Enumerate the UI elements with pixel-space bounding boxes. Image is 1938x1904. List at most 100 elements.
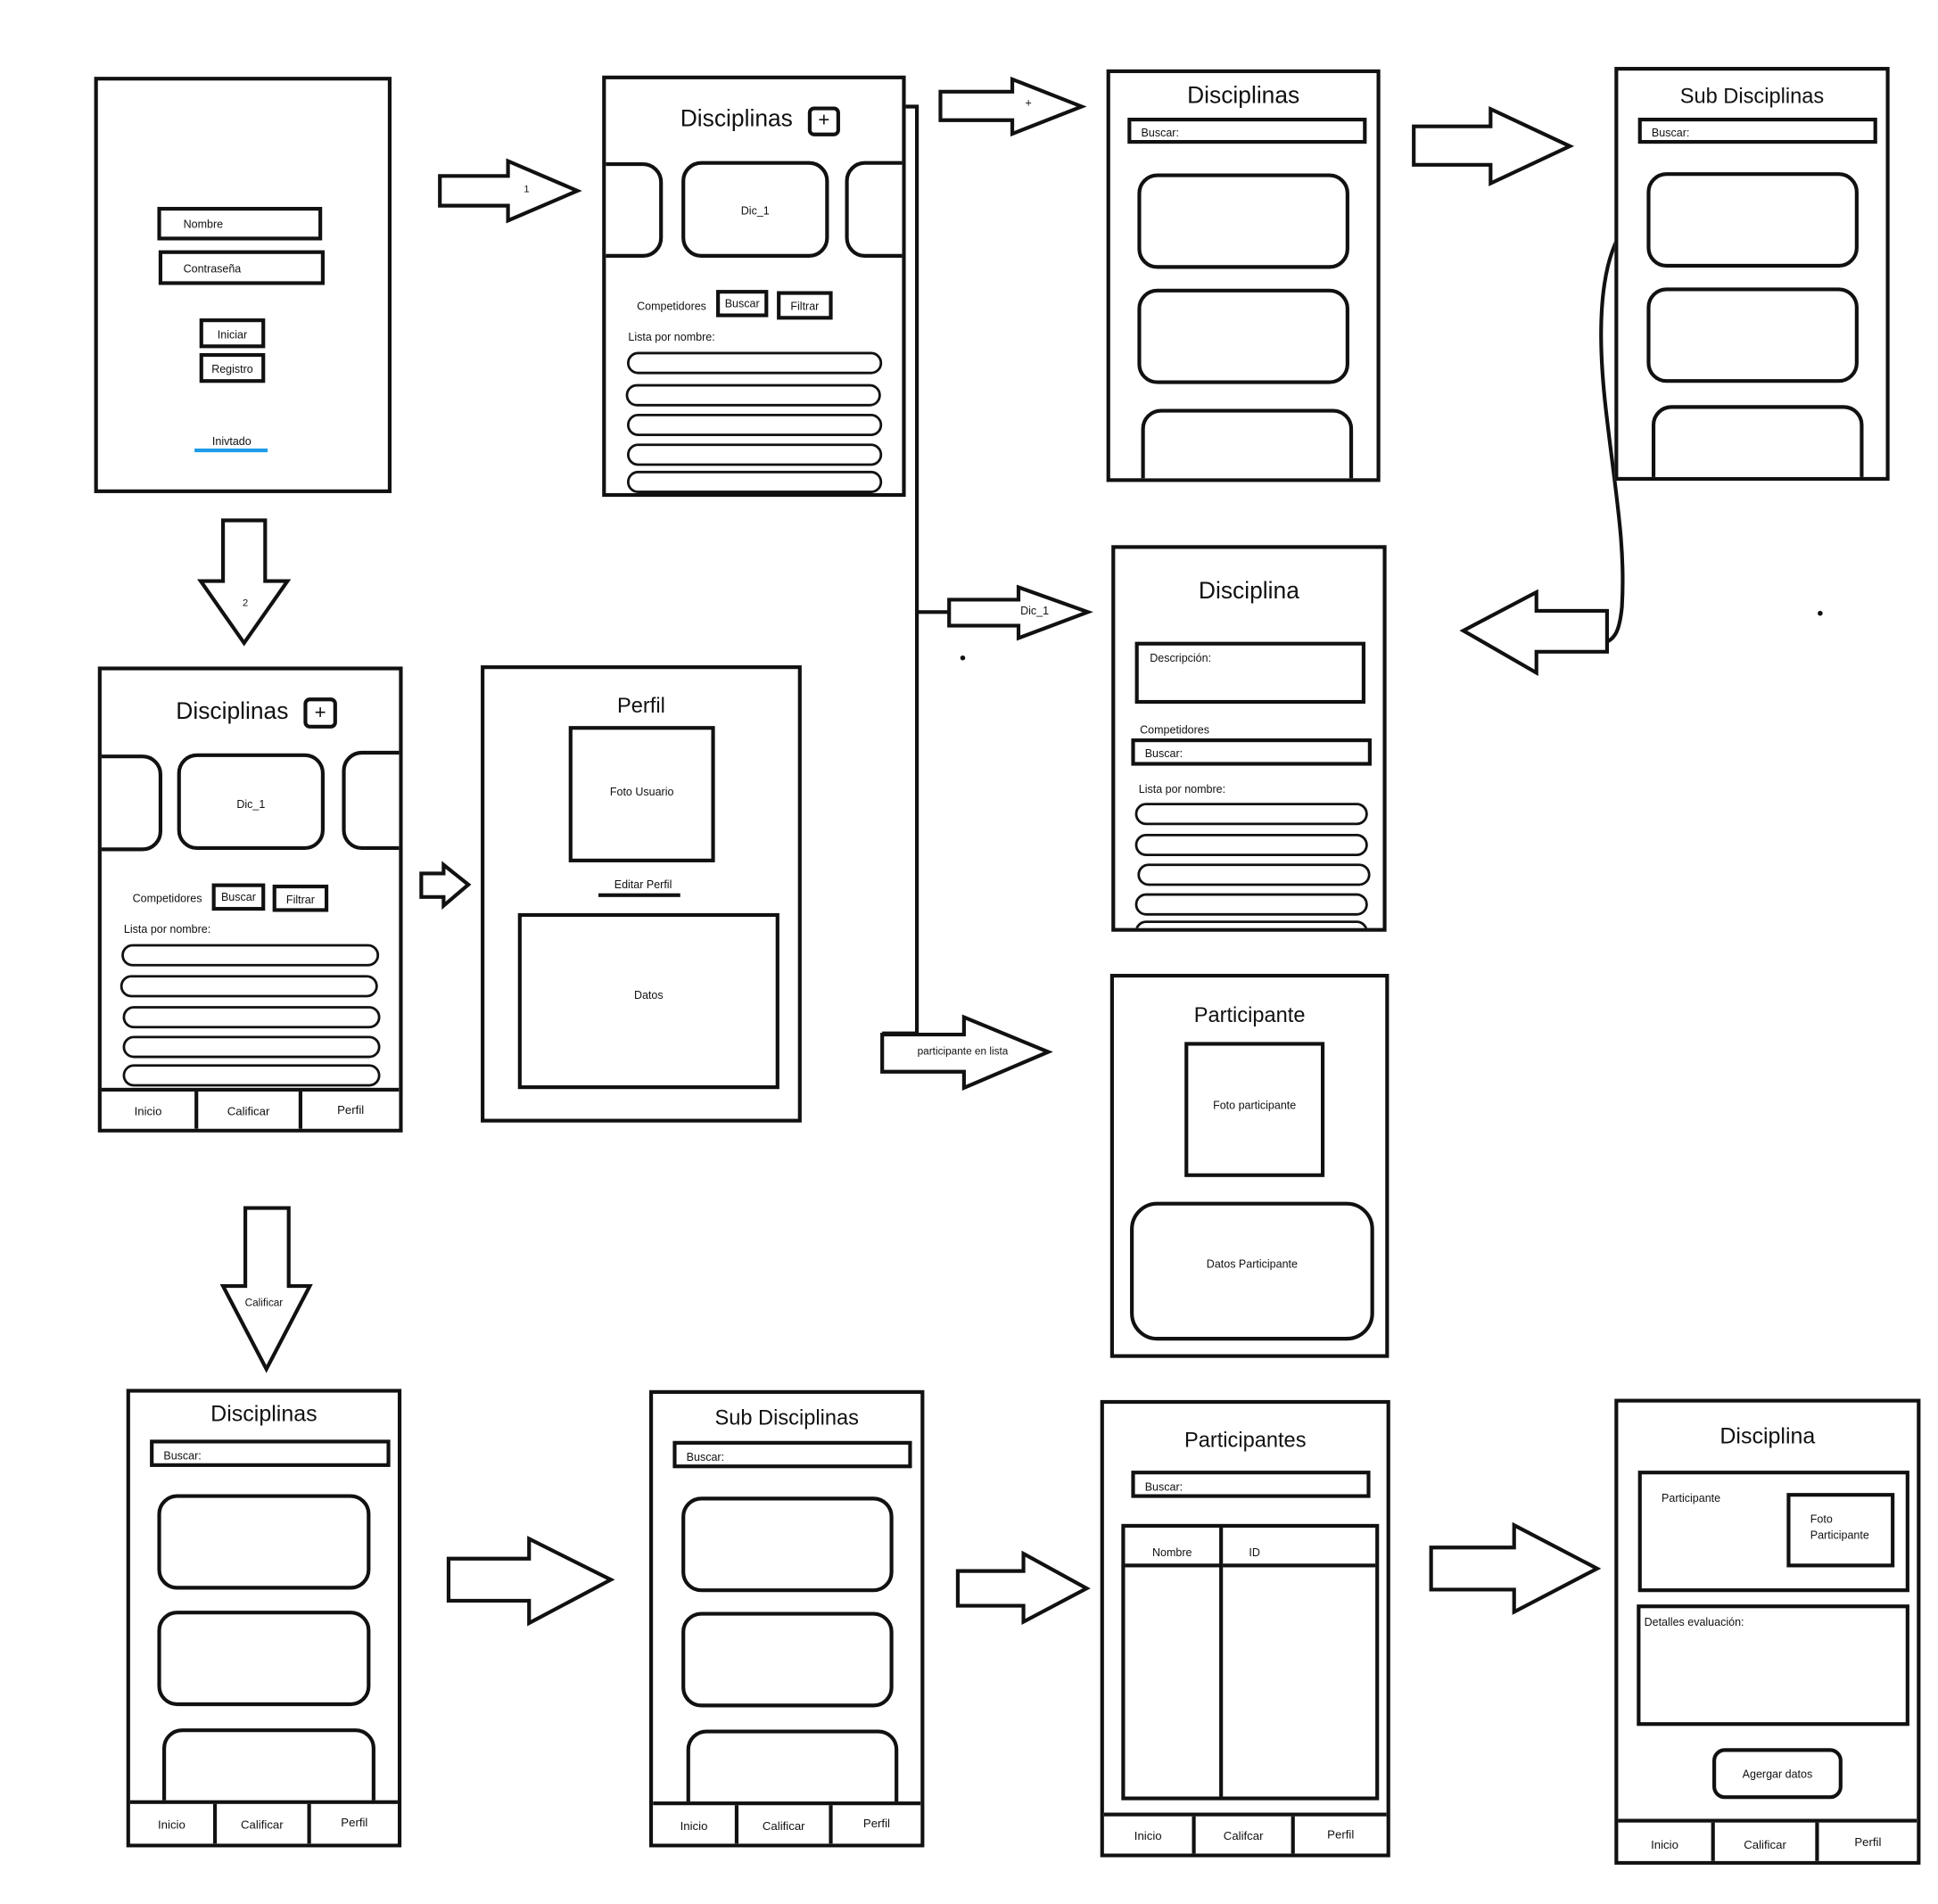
card[interactable] bbox=[1137, 288, 1349, 384]
search-input[interactable]: Buscar: bbox=[672, 1440, 912, 1469]
card-right[interactable] bbox=[342, 750, 400, 851]
invitado-link[interactable]: Inivtado bbox=[211, 434, 252, 448]
list-item[interactable] bbox=[122, 1064, 381, 1087]
arrow-dic-label: Dic_1 bbox=[1020, 604, 1050, 617]
col-header-nombre: Nombre bbox=[1125, 1528, 1224, 1568]
list-item[interactable] bbox=[1134, 833, 1368, 857]
card-left[interactable] bbox=[101, 754, 162, 852]
foto-label: Foto Participante bbox=[1810, 1512, 1869, 1542]
card[interactable] bbox=[1651, 405, 1864, 477]
page-title: Sub Disciplinas bbox=[1679, 84, 1825, 108]
registro-button[interactable]: Registro bbox=[199, 352, 266, 383]
nav-calificar[interactable]: Califcar bbox=[1196, 1816, 1295, 1854]
nav-inicio[interactable]: Inicio bbox=[1618, 1822, 1715, 1861]
contrasena-label: Contraseña bbox=[183, 262, 242, 276]
buscar-button[interactable]: Buscar bbox=[716, 290, 769, 317]
card[interactable] bbox=[1646, 287, 1859, 383]
nav-inicio[interactable]: Inicio bbox=[1104, 1816, 1196, 1854]
nav-inicio[interactable]: Inicio bbox=[653, 1805, 739, 1844]
card-left[interactable] bbox=[606, 161, 664, 258]
iniciar-button[interactable]: Iniciar bbox=[199, 318, 266, 349]
list-item[interactable] bbox=[121, 944, 380, 967]
filtrar-button[interactable]: Filtrar bbox=[272, 884, 329, 912]
nav-perfil[interactable]: Perfil bbox=[862, 1817, 890, 1832]
card[interactable] bbox=[157, 1494, 371, 1590]
card[interactable] bbox=[1646, 172, 1859, 268]
search-label: Buscar: bbox=[1651, 126, 1690, 139]
connector-trunk bbox=[904, 104, 920, 1034]
card[interactable] bbox=[681, 1611, 894, 1708]
competidores-label: Competidores bbox=[132, 892, 202, 905]
list-item[interactable] bbox=[626, 443, 883, 466]
list-item[interactable] bbox=[122, 1006, 381, 1029]
page-title: Perfil bbox=[617, 694, 665, 718]
bottom-nav: Inicio Calificar Perfil bbox=[129, 1800, 398, 1844]
nav-calificar[interactable]: Calificar bbox=[738, 1805, 833, 1844]
list-item[interactable] bbox=[1134, 920, 1368, 928]
list-item[interactable] bbox=[1137, 863, 1371, 886]
connector-curve bbox=[1599, 209, 1648, 644]
arrow-2 bbox=[197, 518, 292, 647]
screen-participantes: Participantes Buscar: Nombre ID Inicio C… bbox=[1100, 1399, 1390, 1858]
col-id-label: ID bbox=[1249, 1545, 1260, 1559]
nav-perfil[interactable]: Perfil bbox=[1327, 1828, 1355, 1842]
contrasena-field[interactable]: Contraseña bbox=[158, 250, 325, 285]
add-button[interactable]: + bbox=[807, 106, 840, 136]
nav-perfil[interactable]: Perfil bbox=[337, 1103, 365, 1118]
nav-inicio[interactable]: Inicio bbox=[102, 1091, 199, 1129]
screen-disciplinas-main: Disciplinas + Dic_1 Competidores Buscar … bbox=[602, 75, 906, 498]
list-item[interactable] bbox=[1134, 893, 1368, 916]
nombre-field[interactable]: Nombre bbox=[157, 207, 323, 241]
nav-perfil[interactable]: Perfil bbox=[341, 1816, 368, 1830]
card-dic1[interactable]: Dic_1 bbox=[681, 161, 829, 258]
add-button[interactable]: + bbox=[303, 697, 337, 729]
foto-participante: Foto participante bbox=[1184, 1042, 1325, 1177]
card-dic1[interactable]: Dic_1 bbox=[177, 753, 325, 851]
list-item[interactable] bbox=[626, 414, 883, 437]
card-label: Dic_1 bbox=[236, 797, 266, 811]
screen-participante: Participante Foto participante Datos Par… bbox=[1109, 973, 1390, 1358]
search-input[interactable]: Buscar: bbox=[1127, 117, 1367, 144]
nav-calificar[interactable]: Calificar bbox=[198, 1091, 302, 1129]
detalles-box[interactable]: Detalles evaluación: bbox=[1637, 1604, 1909, 1727]
screen-disciplinas-nav: Disciplinas + Dic_1 Competidores Buscar … bbox=[97, 666, 403, 1133]
list-item[interactable] bbox=[625, 383, 881, 407]
buscar-button[interactable]: Buscar bbox=[211, 883, 266, 911]
list-item[interactable] bbox=[1134, 803, 1368, 826]
participante-label: Participante bbox=[1662, 1491, 1721, 1504]
page-title: Disciplina bbox=[1719, 1423, 1816, 1449]
card[interactable] bbox=[1137, 173, 1349, 269]
list-item[interactable] bbox=[122, 1035, 381, 1059]
search-input[interactable]: Buscar: bbox=[150, 1439, 391, 1467]
datos-box: Datos bbox=[517, 912, 779, 1090]
card[interactable] bbox=[157, 1611, 371, 1707]
search-input[interactable]: Buscar: bbox=[1637, 117, 1877, 144]
filtrar-button[interactable]: Filtrar bbox=[777, 291, 833, 320]
search-input[interactable]: Buscar: bbox=[1131, 738, 1372, 766]
search-input[interactable]: Buscar: bbox=[1131, 1471, 1371, 1498]
datos-label: Datos Participante bbox=[1206, 1257, 1298, 1271]
descripcion-box: Descripción: bbox=[1134, 641, 1366, 705]
bottom-nav: Inicio Califcar Perfil bbox=[1103, 1812, 1387, 1854]
list-item[interactable] bbox=[626, 351, 883, 375]
list-item[interactable] bbox=[120, 975, 378, 998]
nav-calificar[interactable]: Calificar bbox=[217, 1803, 311, 1844]
registro-label: Registro bbox=[211, 363, 253, 375]
filtrar-label: Filtrar bbox=[790, 300, 820, 313]
search-label: Buscar: bbox=[1144, 1480, 1183, 1494]
agregar-label: Agergar datos bbox=[1742, 1768, 1813, 1781]
arrow-bottom-1 bbox=[446, 1536, 615, 1627]
nav-perfil[interactable]: Perfil bbox=[1854, 1835, 1882, 1850]
nav-inicio[interactable]: Inicio bbox=[130, 1803, 218, 1844]
card[interactable] bbox=[1141, 408, 1354, 479]
editar-perfil-link[interactable]: Editar Perfil bbox=[614, 878, 672, 891]
list-item[interactable] bbox=[626, 470, 883, 493]
participants-table: Nombre ID bbox=[1121, 1523, 1380, 1801]
card[interactable] bbox=[681, 1496, 894, 1593]
nav-calificar[interactable]: Calificar bbox=[1715, 1822, 1819, 1861]
competidores-label: Competidores bbox=[1140, 723, 1210, 737]
screen-calificar-disciplinas: Disciplinas Buscar: Inicio Calificar Per… bbox=[126, 1389, 402, 1848]
card-right[interactable] bbox=[845, 161, 903, 258]
foto-label: Foto participante bbox=[1213, 1099, 1297, 1112]
agregar-datos-button[interactable]: Agergar datos bbox=[1712, 1748, 1843, 1800]
